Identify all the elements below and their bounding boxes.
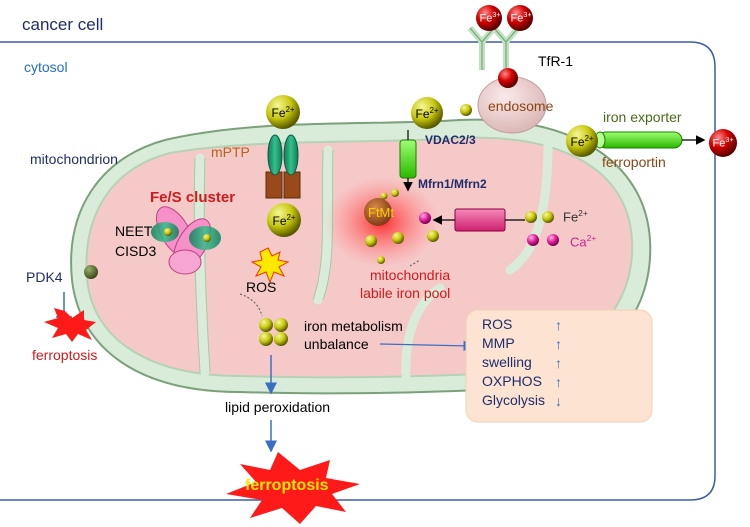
- ferroptosis-left-label: ferroptosis: [32, 347, 98, 363]
- pdk4-label: PDK4: [26, 269, 63, 285]
- endosome-label: endosome: [488, 98, 554, 114]
- lipid-peroxidation-label: lipid peroxidation: [225, 399, 331, 415]
- ftmt-label: FtMt: [368, 205, 394, 220]
- ferroportin-label: ferroportin: [602, 154, 666, 170]
- arrow-up-icon: ↑: [555, 374, 562, 390]
- effect-row: OXPHOS ↑: [482, 374, 562, 393]
- arrow-up-icon: ↑: [555, 317, 562, 333]
- endosome-iron: [498, 68, 518, 88]
- mptp-label: mPTP: [211, 144, 250, 160]
- fe3-ion-label-1: Fe3+: [479, 11, 501, 25]
- arrow-up-icon: ↑: [555, 355, 562, 371]
- ferroptosis-bottom-burst: [226, 452, 360, 524]
- effect-label: ROS: [482, 316, 513, 332]
- effect-row: ROS ↑: [482, 317, 562, 336]
- vdac-channel: [399, 139, 417, 179]
- fe2-ion-label-mptp-top: Fe2+: [271, 105, 295, 120]
- ferroptosis-left-burst: [44, 308, 96, 342]
- neet-label: NEET: [115, 223, 153, 239]
- fe2-ion-label-mptp-bottom: Fe2+: [272, 213, 296, 228]
- effect-row: MMP ↑: [482, 336, 562, 355]
- cytosol-label: cytosol: [24, 59, 68, 75]
- pdk4-dot: [84, 265, 98, 279]
- vdac-label: VDAC2/3: [425, 133, 476, 147]
- ros-burst: [250, 247, 290, 284]
- ferroptosis-bottom-label: ferroptosis: [245, 477, 329, 494]
- effect-row: Glycolysis ↓: [482, 393, 562, 412]
- mfrn-label: Mfrn1/Mfrn2: [418, 177, 487, 191]
- ftmt-ferritin: [364, 198, 392, 226]
- effect-label: Glycolysis: [482, 392, 546, 408]
- iron-metabolism-label-2: unbalance: [304, 336, 369, 352]
- fe3-ion-label-out: Fe3+: [712, 136, 734, 150]
- cancer-cell-label: cancer cell: [22, 15, 104, 34]
- effects-list: ROS ↑ MMP ↑ swelling ↑ OXPHOS ↑ Glycolys…: [482, 317, 562, 412]
- tfr1-label: TfR-1: [538, 53, 573, 69]
- effect-label: swelling: [482, 354, 532, 370]
- cisd3-label: CISD3: [115, 243, 157, 259]
- mito-pool-label-2: labile iron pool: [360, 285, 451, 301]
- iron-metabolism-label-1: iron metabolism: [304, 318, 403, 334]
- arrow-up-icon: ↑: [555, 336, 562, 352]
- mptp-channel: [265, 134, 301, 199]
- fe2-ion-label-vdac: Fe2+: [415, 106, 439, 121]
- effect-label: MMP: [482, 335, 515, 351]
- ros-center-label: ROS: [246, 279, 277, 295]
- tfr1-receptor: [467, 26, 521, 70]
- fes-cluster-label: Fe/S cluster: [150, 189, 236, 206]
- ca2-label-cytosol: Ca2+: [570, 233, 597, 250]
- mitochondrion-label: mitochondrion: [30, 151, 118, 167]
- fe3-ion-label-2: Fe3+: [510, 11, 532, 25]
- effect-label: OXPHOS: [482, 373, 542, 389]
- fes-cluster: [151, 206, 221, 275]
- iron-exporter-label: iron exporter: [603, 109, 682, 125]
- mito-pool-label-1: mitochondria: [370, 267, 451, 283]
- fe2-ion-label-exporter: Fe2+: [570, 134, 594, 149]
- effect-row: swelling ↑: [482, 355, 562, 374]
- mfrn-transporter: [454, 208, 506, 232]
- fe2-label-cytosol: Fe2+: [563, 208, 588, 225]
- iron-cluster: [259, 318, 288, 346]
- arrow-down-icon: ↓: [555, 393, 562, 409]
- effects-panel: [465, 309, 653, 423]
